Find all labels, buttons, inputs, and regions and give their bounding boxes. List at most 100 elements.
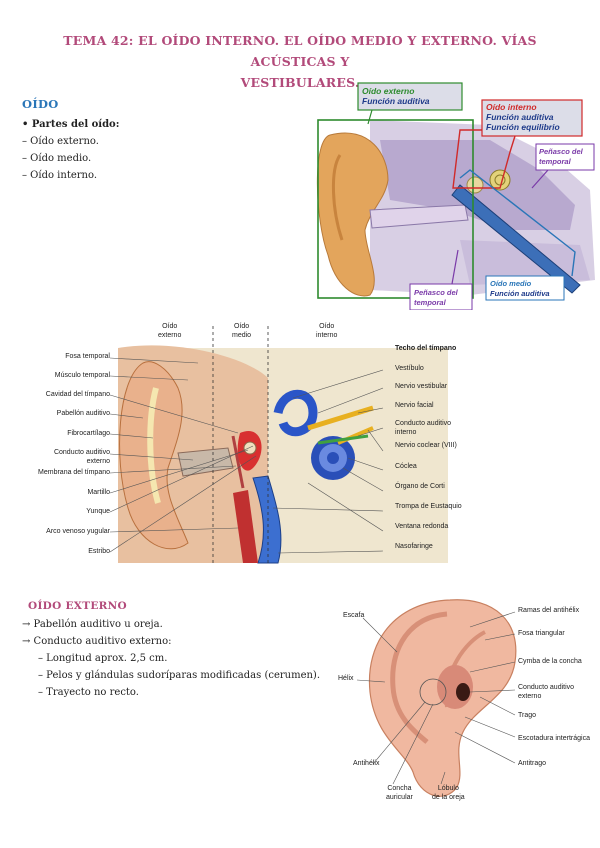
- anatomy-label: Cóclea: [395, 463, 417, 470]
- anatomy-label: Ventana redonda: [395, 523, 449, 530]
- anatomy-label: Martillo: [87, 489, 110, 496]
- right-leader-lines: [272, 369, 384, 554]
- interno-region-frame: [452, 129, 516, 189]
- external-canal-shape: [177, 447, 234, 477]
- col-interno-line2: interno: [316, 332, 338, 339]
- auricle-label: Hélix: [338, 675, 354, 682]
- anatomy-label: Conducto auditivo: [53, 449, 110, 456]
- col-medio-line2: medio: [232, 332, 252, 339]
- anatomy-label: Estribo: [88, 548, 110, 555]
- externo-label-box: [357, 82, 463, 111]
- anatomy-label: Arco venoso yugular: [46, 528, 110, 535]
- auricle-label: de la oreja: [432, 794, 465, 801]
- list-item: – Oído externo.: [22, 136, 99, 147]
- col-externo-line2: externo: [158, 332, 182, 339]
- col-externo-line1: Oído: [162, 323, 178, 330]
- semicircular-canals-shape: [273, 389, 318, 437]
- anatomy-label: Cavidad del tímpano: [45, 391, 110, 398]
- fig2-right-labels: Techo del tímpano Vestíbulo Nervio vesti…: [395, 345, 475, 562]
- externo-heading: OÍDO EXTERNO: [28, 600, 128, 612]
- facial-nerve-shape: [317, 434, 369, 445]
- vestibular-nerve-shape: [307, 405, 374, 431]
- interno-label-box: [481, 99, 583, 137]
- cochlea-shape: [489, 169, 511, 191]
- anatomy-label: Nervio vestibular: [395, 383, 448, 390]
- list-item: – Oído medio.: [22, 153, 92, 164]
- auricle-label: Escafa: [343, 612, 365, 619]
- ear-overview-figure: [316, 82, 595, 310]
- ossicles-shape: [243, 441, 257, 455]
- fig2-left-labels: Fosa temporal Músculo temporal Cavidad d…: [30, 353, 110, 567]
- medio-label: Oído medio Función auditiva: [490, 279, 550, 299]
- list-item: – Trayecto no recto.: [38, 687, 139, 698]
- ear-canal-shape: [369, 204, 469, 229]
- externo-label-line2: Función auditiva: [362, 96, 430, 106]
- anatomy-label: Fibrocartílago: [67, 430, 110, 437]
- interno-label-line3: Función equilibrio: [486, 122, 560, 132]
- tympanic-membrane-shape: [231, 435, 245, 489]
- penasco-right-pointer: [531, 169, 549, 189]
- anatomy-label: Membrana del tímpano: [38, 469, 110, 476]
- externo-region-frame: [317, 119, 474, 299]
- auricle-label: Ramas del antihélix: [518, 607, 580, 614]
- col-externo-label: Oído externo: [158, 322, 181, 340]
- anatomy-label: Vestíbulo: [395, 365, 424, 372]
- auricle-label: Concha: [387, 785, 412, 792]
- page-title: TEMA 42: EL OÍDO INTERNO. EL OÍDO MEDIO …: [30, 30, 570, 93]
- concha-circle-marker: [419, 678, 447, 706]
- anatomy-label: Órgano de Corti: [395, 483, 445, 490]
- auricle-label-conducto: Conducto auditivo externo: [518, 683, 574, 701]
- col-interno-line1: Oído: [319, 323, 335, 330]
- ossicle-shape: [466, 176, 484, 194]
- title-line-1: TEMA 42: EL OÍDO INTERNO. EL OÍDO MEDIO …: [63, 33, 537, 69]
- penasco-bottom-pointer: [451, 249, 459, 285]
- auricle-label: Antihélix: [353, 760, 380, 767]
- col-interno-label: Oído interno: [316, 322, 337, 340]
- jugular-vein-shape: [233, 490, 258, 563]
- list-item: → Pabellón auditivo u oreja.: [22, 619, 163, 630]
- oido-heading: OÍDO: [22, 97, 59, 111]
- penasco-bottom-label-box: [409, 283, 473, 310]
- auricle-label: externo: [518, 693, 542, 700]
- anatomy-label: Nervio coclear (VIII): [395, 442, 457, 449]
- ear-anatomy-figure: [28, 318, 476, 570]
- list-item: – Oído interno.: [22, 170, 97, 181]
- externo-label: Oído externo Función auditiva: [362, 86, 430, 106]
- externo-label-line1: Oído externo: [362, 86, 415, 96]
- penasco-right-line1: Peñasco del: [539, 147, 583, 156]
- auricle-label: Escotadura intertrágica: [518, 735, 590, 742]
- externo-pointer: [367, 109, 373, 125]
- interno-label-line1: Oído interno: [486, 102, 537, 112]
- eustachian-tube-shape: [252, 475, 282, 564]
- list-item: → Conducto auditivo externo:: [22, 636, 172, 647]
- auricle-label: Trago: [518, 712, 537, 719]
- auricle-label: Fosa triangular: [518, 630, 565, 637]
- anatomy-label: Yunque: [86, 508, 110, 515]
- penasco-right-label-box: [535, 143, 595, 171]
- penasco-right-label: Peñasco del temporal: [539, 147, 583, 167]
- anatomy-label: Nasofaringe: [395, 543, 433, 550]
- pinna-shape: [119, 361, 189, 550]
- medio-region-frame: [459, 169, 576, 277]
- penasco-bottom-label: Peñasco del temporal: [414, 288, 458, 308]
- anatomy-label: Techo del tímpano: [395, 345, 457, 352]
- helix-fold: [332, 154, 344, 241]
- title-line-2: VESTIBULARES.: [240, 75, 360, 90]
- anatomy-label: Trompa de Eustaquio: [395, 503, 462, 510]
- penasco-right-line2: temporal: [539, 157, 571, 166]
- auricle-leader-lines: [356, 611, 516, 785]
- penasco-bottom-line1: Peñasco del: [414, 288, 458, 297]
- col-medio-label: Oído medio: [232, 322, 251, 340]
- anatomy-label: interno: [395, 429, 417, 436]
- cochlea-apex: [327, 452, 339, 464]
- left-leader-lines: [109, 357, 257, 553]
- col-medio-line1: Oído: [233, 323, 250, 330]
- list-item: – Pelos y glándulas sudoríparas modifica…: [38, 670, 321, 681]
- auricle-label: Cymba de la concha: [518, 658, 582, 665]
- helix-rim: [390, 611, 448, 744]
- parts-heading: • Partes del oído:: [22, 119, 120, 130]
- medio-label-line2: Función auditiva: [490, 289, 550, 298]
- anatomy-label: externo: [86, 458, 110, 465]
- anatomy-label: Conducto auditivo: [395, 420, 452, 427]
- anatomy-label: Fosa temporal: [65, 353, 110, 360]
